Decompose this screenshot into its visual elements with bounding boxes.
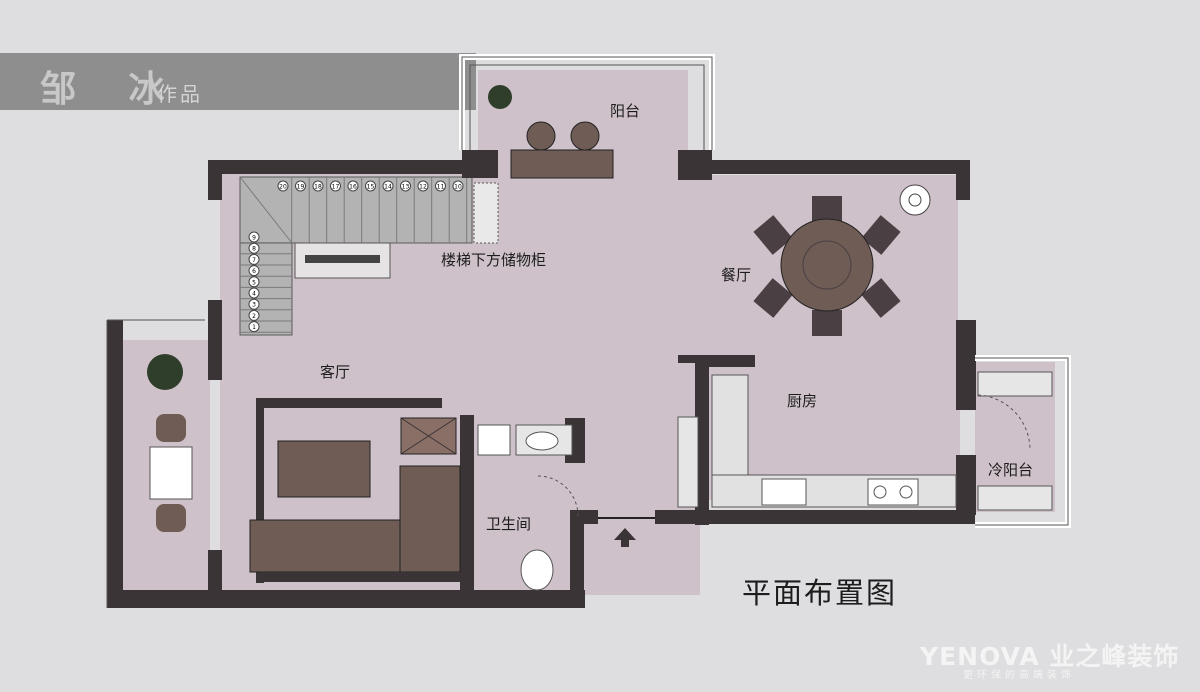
stair-step-number: 15 xyxy=(367,184,375,191)
stair-step-marker xyxy=(295,180,306,192)
fridge xyxy=(677,416,699,508)
stair-step-number: 7 xyxy=(252,257,256,264)
stair-step-number: 18 xyxy=(314,184,322,191)
tv-wall xyxy=(256,398,442,408)
stair-step-marker xyxy=(277,180,289,192)
cold-balcony-cabinet-bottom xyxy=(977,485,1053,511)
stair-step-number: 17 xyxy=(332,184,340,191)
stair-step-marker xyxy=(248,231,260,243)
sink xyxy=(761,478,807,506)
stair-step-marker xyxy=(248,265,260,277)
stair-step-marker xyxy=(248,321,260,333)
balcony-frames xyxy=(106,54,1071,608)
label-dining: 餐厅 xyxy=(721,266,752,284)
stair-step-marker xyxy=(248,276,260,288)
side-plant xyxy=(147,354,183,390)
stair-step-marker xyxy=(365,180,376,192)
stair-step-marker xyxy=(248,287,260,299)
stair-step-marker xyxy=(248,242,260,254)
stair-step-number: 20 xyxy=(279,184,287,191)
stair-step-number: 12 xyxy=(419,184,427,191)
stair-step-number: 4 xyxy=(252,291,256,298)
stove xyxy=(867,478,919,506)
column-box xyxy=(473,182,499,244)
author-suffix: 作品 xyxy=(157,82,203,106)
label-bathroom: 卫生间 xyxy=(486,515,532,533)
dining-table xyxy=(753,196,901,336)
stair-step-marker xyxy=(248,253,260,265)
stair-step-number: 11 xyxy=(437,184,445,191)
stair-step-marker xyxy=(248,309,260,321)
brand-slogan: 更环保的高端装饰 xyxy=(963,670,1075,681)
author-name: 邹 冰 xyxy=(40,69,185,110)
stair-step-marker xyxy=(382,180,394,192)
staircase: 20 19 18 17 16 15 14 13 12 11 10 9 8 7 6 5 4 3 2 1 xyxy=(239,176,473,336)
stair-step-marker xyxy=(312,180,324,192)
stair-step-number: 13 xyxy=(402,184,410,191)
coffee-table xyxy=(277,440,371,498)
brand-logo: YENOVA 业之峰装饰 xyxy=(920,642,1180,671)
stair-step-number: 14 xyxy=(384,184,392,191)
stair-step-marker xyxy=(435,180,446,192)
stair-step-marker xyxy=(400,180,411,192)
stair-step-marker xyxy=(330,180,341,192)
kitchen-counter xyxy=(711,474,957,508)
stair-step-number: 8 xyxy=(252,246,256,253)
stair-step-marker xyxy=(347,180,359,192)
stair-step-number: 6 xyxy=(252,268,256,275)
stair-step-number: 1 xyxy=(252,324,256,331)
label-cold-balcony: 冷阳台 xyxy=(988,461,1034,479)
washing-machine xyxy=(477,424,511,456)
stair-step-marker xyxy=(248,298,260,310)
cold-balcony-cabinet-top xyxy=(977,371,1053,397)
label-storage: 楼梯下方储物柜 xyxy=(441,251,547,269)
label-kitchen: 厨房 xyxy=(787,392,818,410)
label-living: 客厅 xyxy=(320,363,351,381)
side-balcony-table xyxy=(149,446,193,500)
stair-step-number: 2 xyxy=(252,313,256,320)
walls xyxy=(107,150,976,608)
stair-step-marker xyxy=(452,180,464,192)
balcony-plant xyxy=(488,85,512,109)
balcony-table xyxy=(510,149,614,179)
floor-lamp xyxy=(899,184,931,216)
stair-step-number: 10 xyxy=(454,184,462,191)
entrance-arrow xyxy=(614,528,636,547)
stair-step-number: 19 xyxy=(297,184,305,191)
stair-step-number: 3 xyxy=(252,302,256,309)
author-banner xyxy=(0,53,476,110)
label-balcony: 阳台 xyxy=(610,102,641,120)
toilet xyxy=(520,549,554,591)
plan-title: 平面布置图 xyxy=(742,576,898,610)
stair-step-number: 9 xyxy=(252,235,256,242)
stair-step-number: 16 xyxy=(349,184,357,191)
stair-step-marker xyxy=(417,180,429,192)
stair-step-number: 5 xyxy=(252,279,256,286)
